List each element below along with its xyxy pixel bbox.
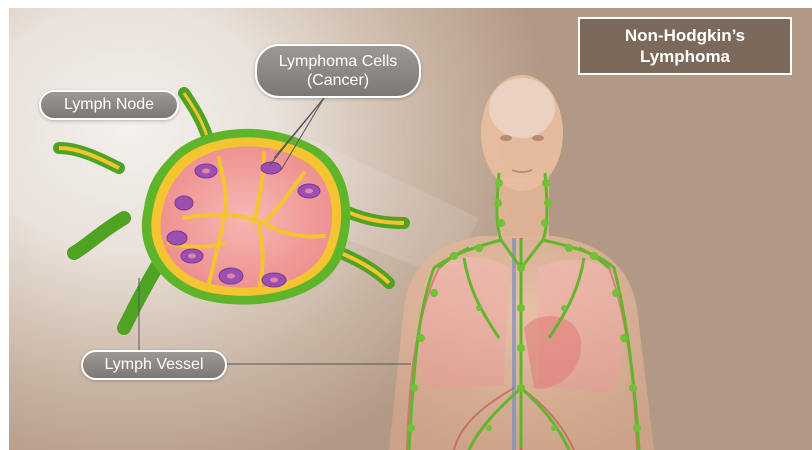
lymphoma-cells-label-line2: (Cancer) bbox=[257, 71, 419, 90]
title-line1: Non-Hodgkin’s bbox=[580, 25, 790, 46]
title-line2: Lymphoma bbox=[580, 46, 790, 67]
medical-illustration-frame: Lymph Node Lymphoma Cells (Cancer) Lymph… bbox=[9, 8, 812, 450]
lymphoma-cells-label-line1: Lymphoma Cells bbox=[257, 52, 419, 71]
title-box: Non-Hodgkin’s Lymphoma bbox=[578, 17, 792, 75]
lymphoma-cells-label: Lymphoma Cells (Cancer) bbox=[255, 44, 421, 98]
lymph-node-label: Lymph Node bbox=[39, 90, 179, 120]
lymph-vessel-label: Lymph Vessel bbox=[81, 350, 227, 380]
lymph-node-diagram bbox=[59, 93, 404, 328]
